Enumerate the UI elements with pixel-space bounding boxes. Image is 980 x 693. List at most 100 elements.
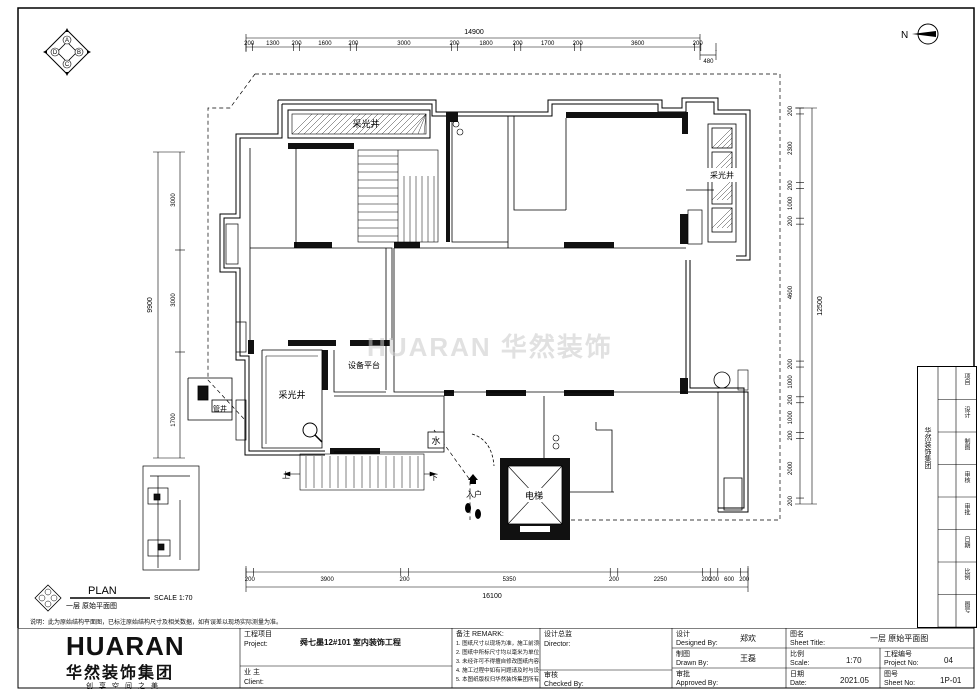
fixture-circle	[713, 371, 731, 389]
remark-line: 2. 图纸中所标尺寸均以毫米为单位，标高以米为单位。	[456, 650, 540, 656]
entrance-label: 入户	[466, 489, 482, 499]
dim-bottom-seg: 3900	[320, 577, 334, 583]
checked-label-en: Checked By:	[544, 681, 584, 688]
entrance-arrow-icon	[468, 474, 478, 480]
designed-label-en: Designed By:	[676, 640, 718, 647]
pipe-well	[187, 377, 233, 421]
logo-slogan: 创享空间之美	[86, 683, 164, 690]
dim-bottom-seg: 200	[709, 577, 720, 583]
footprint-icon	[465, 503, 481, 519]
side-row-label: 日期	[963, 535, 969, 548]
dim-right-seg: 200	[788, 430, 794, 441]
project-value: 舜七墨12#101 室内装饰工程	[300, 638, 401, 647]
remark-line: 1. 图纸尺寸以现场为准，施工前须核实现场尺寸。	[456, 641, 540, 647]
dim-right-seg: 200	[788, 180, 794, 191]
project-no-label-en: Project No:	[884, 660, 919, 667]
side-title-block: 华然装饰集团 项目设计制图审核审批日期比例图号	[917, 366, 977, 628]
svg-text:N: N	[901, 30, 908, 41]
right-dimensions	[795, 107, 817, 505]
scale-label-cn: 比例	[790, 651, 804, 658]
stair-up-label: 上	[282, 471, 290, 480]
site-outline	[207, 73, 781, 521]
side-row-label: 制图	[963, 438, 969, 450]
bottom-dimensions	[245, 566, 749, 592]
project-no-value: 04	[944, 656, 953, 665]
sheet-no-label-cn: 图号	[884, 671, 898, 678]
dim-top-seg: 480	[703, 59, 714, 65]
plan-title-compass-icon	[34, 584, 62, 612]
plan-title-en: PLAN	[88, 585, 117, 597]
compass-letter-d: D	[53, 50, 58, 56]
dim-top-seg: 200	[573, 41, 584, 47]
dim-right-seg: 1000	[788, 196, 794, 210]
skylight-left-label: 采光井	[278, 389, 305, 400]
project-no-label-cn: 工程编号	[884, 651, 912, 658]
equipment-platform-label: 设备平台	[348, 360, 380, 370]
dim-bottom-seg: 5350	[503, 577, 517, 583]
elevator-label: 电梯	[525, 490, 543, 501]
remark-label: 备注 REMARK:	[456, 631, 504, 638]
dim-right-seg: 200	[788, 105, 794, 116]
dim-right-seg: 1000	[788, 375, 794, 389]
dim-right-seg: 1000	[788, 410, 794, 424]
top-dimensions	[245, 34, 717, 60]
sheet-title-value: 一层 原始平面图	[870, 634, 929, 643]
sheet-title-label-en: Sheet Title:	[790, 640, 826, 647]
dim-left-seg: 1700	[171, 413, 177, 427]
approved-label-cn: 审批	[676, 671, 690, 678]
dim-bottom-seg: 2250	[654, 577, 668, 583]
dim-top-seg: 200	[292, 41, 303, 47]
dim-bottom-seg: 200	[609, 577, 620, 583]
dim-left-seg: 3000	[171, 193, 177, 207]
dim-top-seg: 200	[693, 41, 704, 47]
dim-right-seg: 200	[788, 394, 794, 405]
left-equipment	[225, 223, 247, 441]
dim-top-seg: 1800	[479, 41, 493, 47]
side-row-label: 项目	[963, 373, 969, 385]
dim-right-seg: 200	[788, 215, 794, 226]
dim-top-seg: 3600	[631, 41, 645, 47]
project-label-en: Project:	[244, 641, 268, 648]
remark-line: 5. 本图纸版权归华然装饰集团所有。	[456, 677, 540, 683]
scale-value: 1:70	[846, 656, 862, 665]
dim-top-seg: 1600	[318, 41, 332, 47]
side-company: 华然装饰集团	[924, 427, 931, 469]
compass-letter-a: A	[65, 38, 69, 44]
drawn-label-cn: 制图	[676, 651, 690, 658]
key-plan	[142, 465, 200, 571]
dim-bottom-seg: 200	[701, 577, 712, 583]
outer-walls	[219, 97, 751, 513]
skylight-top-label: 采光井	[352, 118, 379, 129]
dim-top-total: 14900	[464, 29, 484, 36]
director-label-en: Director:	[544, 641, 571, 648]
ac-unit	[723, 477, 743, 511]
watermark-text: HUARAN 华然装饰	[367, 332, 613, 362]
date-label-cn: 日期	[790, 671, 804, 678]
skylight-right-label: 采光井	[710, 170, 734, 180]
approved-label-en: Approved By:	[676, 680, 719, 687]
date-label-en: Date:	[790, 680, 807, 687]
sheet-no-value: 1P-01	[940, 676, 962, 685]
date-value: 2021.05	[840, 676, 869, 685]
side-row-label: 审核	[963, 470, 969, 483]
structural-columns	[248, 112, 688, 454]
dim-right-seg: 2300	[788, 141, 794, 155]
skylight-left	[265, 355, 318, 444]
title-block: HUARAN 华然装饰集团 创享空间之美 工程项目 Project: 舜七墨12…	[0, 628, 980, 693]
plan-note: 说明：此为原始结构平面图，已标注原始结构尺寸及相关数据，如有误差以现场实际测量为…	[30, 620, 283, 626]
interior-walls	[249, 116, 719, 512]
dim-bottom-seg: 200	[245, 577, 256, 583]
skylight-right	[707, 123, 737, 243]
drawn-label-en: Drawn By:	[676, 660, 709, 667]
side-row-label: 审批	[963, 503, 969, 515]
dim-top-seg: 200	[244, 41, 255, 47]
water-meter-box	[427, 431, 445, 449]
scale-label-en: Scale:	[790, 660, 810, 667]
company-logo: HUARAN 华然装饰集团 创享空间之美	[66, 629, 200, 691]
side-row-label: 设计	[963, 405, 969, 418]
plan-scale: SCALE 1:70	[154, 595, 193, 602]
dim-top-seg: 3000	[397, 41, 411, 47]
dim-top-seg: 1700	[541, 41, 555, 47]
dim-bottom-seg: 200	[400, 577, 411, 583]
